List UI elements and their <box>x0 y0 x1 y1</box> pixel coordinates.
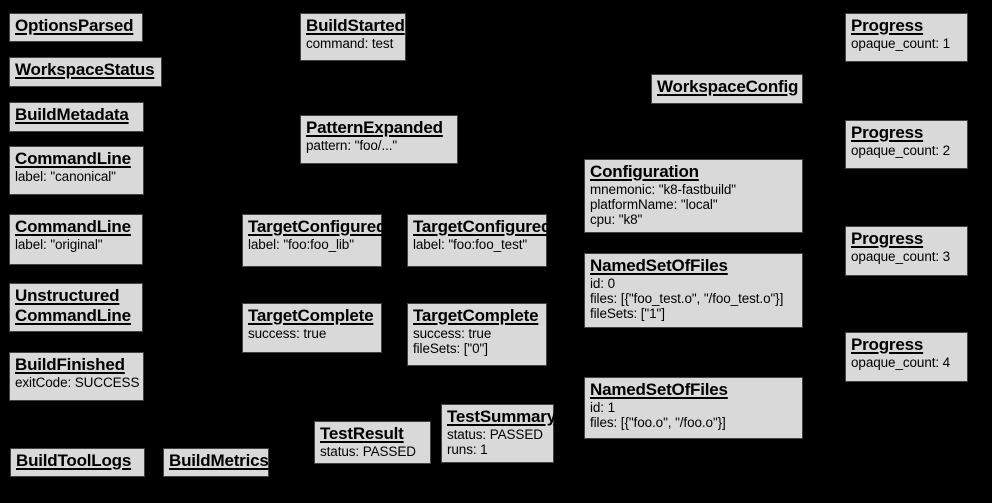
event-field: id: 0 <box>590 276 616 292</box>
event-node-build-started: BuildStarted command: test <box>300 13 406 61</box>
event-node-target-complete-foo-lib: TargetComplete success: true <box>242 303 382 353</box>
event-field: status: PASSED <box>320 444 416 460</box>
event-title: BuildMetrics <box>169 451 269 470</box>
event-node-target-complete-foo-test: TargetComplete success: true fileSets: [… <box>407 303 547 366</box>
event-field: files: [{"foo.o", "/foo.o"}] <box>590 415 726 431</box>
event-node-test-summary: TestSummary status: PASSED runs: 1 <box>441 404 556 463</box>
event-title: TargetComplete <box>413 306 539 325</box>
event-title: Progress <box>851 123 924 142</box>
event-field: command: test <box>306 36 394 52</box>
event-title: Unstructured CommandLine <box>15 286 131 326</box>
event-title: TestResult <box>320 424 404 443</box>
event-node-build-finished: BuildFinished exitCode: SUCCESS <box>9 352 144 401</box>
event-title: NamedSetOfFiles <box>590 380 728 399</box>
event-node-test-result: TestResult status: PASSED <box>314 421 431 464</box>
event-field: opaque_count: 3 <box>851 249 951 265</box>
event-field: opaque_count: 1 <box>851 36 951 52</box>
event-node-workspace-status: WorkspaceStatus <box>9 57 162 87</box>
event-field: id: 1 <box>590 400 616 416</box>
event-title: WorkspaceStatus <box>15 60 155 79</box>
event-node-workspace-config: WorkspaceConfig <box>651 74 803 104</box>
event-node-build-tool-logs: BuildToolLogs <box>10 448 145 477</box>
event-node-build-metrics: BuildMetrics <box>163 448 269 477</box>
event-title: BuildStarted <box>306 16 405 35</box>
event-title: TestSummary <box>447 407 556 426</box>
event-field: cpu: "k8" <box>590 212 643 228</box>
event-field: label: "canonical" <box>15 169 116 185</box>
event-field: success: true <box>413 326 492 342</box>
event-field: label: "foo:foo_lib" <box>248 237 354 253</box>
event-field: opaque_count: 4 <box>851 355 951 371</box>
event-field: opaque_count: 2 <box>851 143 951 159</box>
event-field: mnemonic: "k8-fastbuild" <box>590 182 736 198</box>
event-node-named-set-of-files-1: NamedSetOfFiles id: 1 files: [{"foo.o", … <box>584 377 803 439</box>
event-title: TargetConfigured <box>248 217 387 236</box>
event-title: NamedSetOfFiles <box>590 256 728 275</box>
event-node-options-parsed: OptionsParsed <box>9 13 143 42</box>
event-field: pattern: "foo/..." <box>306 138 398 154</box>
event-title: OptionsParsed <box>15 16 134 35</box>
event-node-target-configured-foo-lib: TargetConfigured label: "foo:foo_lib" <box>242 214 387 267</box>
event-node-unstructured-command-line: Unstructured CommandLine <box>9 283 143 332</box>
event-title: BuildFinished <box>15 355 125 374</box>
event-field: platformName: "local" <box>590 197 718 213</box>
event-node-progress-1: Progress opaque_count: 1 <box>845 13 968 62</box>
event-field: label: "original" <box>15 237 103 253</box>
event-title: WorkspaceConfig <box>657 77 799 96</box>
event-field: status: PASSED <box>447 427 543 443</box>
event-node-pattern-expanded: PatternExpanded pattern: "foo/..." <box>300 115 458 164</box>
event-title: CommandLine <box>15 217 131 236</box>
event-node-target-configured-foo-test: TargetConfigured label: "foo:foo_test" <box>407 214 552 267</box>
event-field: fileSets: ["1"] <box>590 306 665 322</box>
event-node-named-set-of-files-0: NamedSetOfFiles id: 0 files: [{"foo_test… <box>584 253 803 328</box>
event-title: TargetConfigured <box>413 217 552 236</box>
event-title: Progress <box>851 229 924 248</box>
event-node-configuration: Configuration mnemonic: "k8-fastbuild" p… <box>584 159 803 233</box>
event-field: fileSets: ["0"] <box>413 341 488 357</box>
event-node-progress-2: Progress opaque_count: 2 <box>845 120 968 169</box>
event-field: success: true <box>248 326 327 342</box>
event-field: label: "foo:foo_test" <box>413 237 528 253</box>
event-title: CommandLine <box>15 149 131 168</box>
event-title: Progress <box>851 335 924 354</box>
event-field: exitCode: SUCCESS <box>15 375 140 391</box>
event-node-command-line-canonical: CommandLine label: "canonical" <box>9 146 144 195</box>
event-field: runs: 1 <box>447 442 488 458</box>
event-node-progress-4: Progress opaque_count: 4 <box>845 332 968 382</box>
event-node-progress-3: Progress opaque_count: 3 <box>845 226 968 276</box>
event-title: BuildToolLogs <box>16 451 132 470</box>
event-title: PatternExpanded <box>306 118 443 137</box>
event-field: files: [{"foo_test.o", "/foo_test.o"}] <box>590 291 784 307</box>
event-node-build-metadata: BuildMetadata <box>9 102 144 132</box>
event-node-command-line-original: CommandLine label: "original" <box>9 214 143 265</box>
event-title: Progress <box>851 16 924 35</box>
event-title: BuildMetadata <box>15 105 129 124</box>
event-title: TargetComplete <box>248 306 374 325</box>
event-title: Configuration <box>590 162 699 181</box>
